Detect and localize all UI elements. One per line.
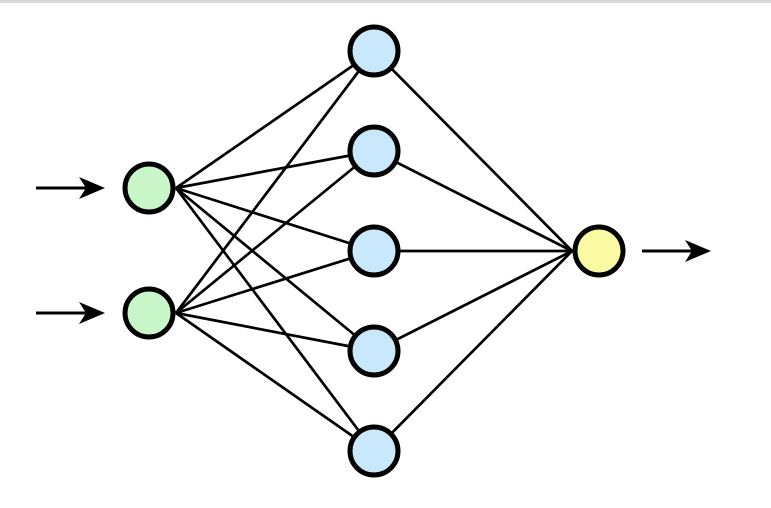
node-hidden-4: [347, 324, 401, 378]
edge-hidden-4-output-1: [373, 249, 573, 353]
node-hidden-5: [347, 424, 401, 478]
edge-input-2-hidden-1: [174, 50, 376, 314]
output-arrow-head-icon: [685, 240, 711, 262]
edge-input-2-hidden-4: [175, 311, 375, 353]
edges-group: [174, 49, 573, 453]
edge-input-1-hidden-2: [175, 149, 375, 190]
node-hidden-1: [347, 24, 401, 78]
edge-input-1-hidden-3: [175, 186, 375, 253]
edge-input-2-hidden-2: [175, 149, 375, 315]
node-hidden-2: [347, 124, 401, 178]
input-arrow-1-head-icon: [79, 177, 105, 199]
arrows-group: [36, 177, 711, 324]
edge-input-1-hidden-1: [175, 49, 375, 190]
edge-input-2-hidden-5: [175, 311, 375, 453]
node-input-1: [122, 161, 176, 215]
input-arrow-2-head-icon: [79, 302, 105, 324]
node-input-2: [122, 286, 176, 340]
node-hidden-3: [347, 224, 401, 278]
window-top-border: [0, 0, 771, 3]
edge-hidden-2-output-1: [373, 149, 573, 253]
edge-input-1-hidden-5: [174, 187, 376, 452]
edge-input-2-hidden-3: [175, 249, 375, 315]
edge-input-1-hidden-4: [175, 186, 375, 353]
node-output-1: [572, 224, 626, 278]
edge-hidden-1-output-1: [373, 50, 573, 252]
nodes-group: [122, 24, 626, 478]
edge-hidden-5-output-1: [373, 250, 573, 452]
